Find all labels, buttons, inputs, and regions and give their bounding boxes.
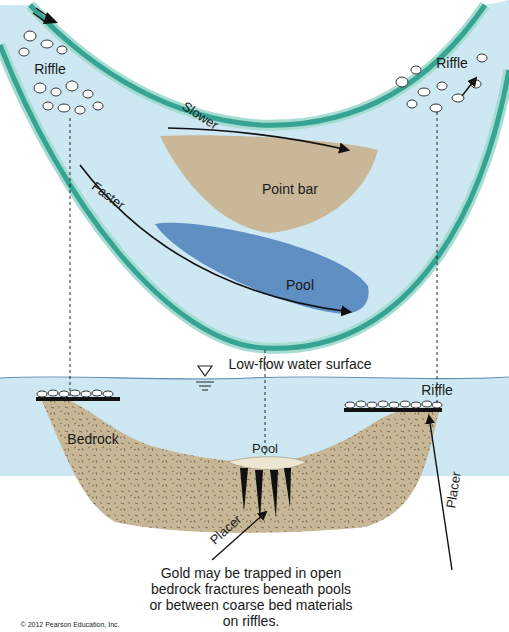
pebble	[367, 402, 377, 408]
pebble	[411, 402, 421, 408]
pebble	[396, 77, 408, 87]
pebble	[378, 401, 388, 407]
river-bank	[30, 5, 485, 125]
water-surface-line	[0, 377, 509, 379]
pebble	[432, 402, 442, 408]
pebble	[356, 401, 366, 407]
pebble	[34, 83, 46, 93]
node-shape	[40, 397, 440, 533]
node-text: Point bar	[262, 182, 318, 197]
pebble	[477, 54, 487, 62]
node-outline	[35, 392, 455, 542]
riffle-pebbles	[19, 31, 487, 114]
pebble	[103, 391, 113, 397]
node-outline	[150, 216, 375, 321]
pebble	[452, 94, 464, 102]
pebble	[389, 402, 399, 408]
copyright-note: © 2012 Pearson Education, Inc.	[21, 621, 120, 629]
dashed-line	[437, 112, 438, 406]
flow-direction-arrow	[33, 8, 50, 23]
pebble	[81, 391, 91, 397]
pebble	[59, 391, 69, 397]
river-bank-halo	[0, 45, 509, 348]
riffle-label: Riffle	[421, 383, 453, 398]
pebble	[37, 391, 47, 397]
placer-label: Placer	[444, 471, 464, 510]
pool-label: Pool	[252, 442, 278, 456]
point-bar: Point bar	[150, 128, 385, 240]
pebble	[437, 82, 447, 90]
pebble	[57, 46, 67, 54]
pebble	[345, 402, 355, 408]
riffle-pebbles	[37, 390, 442, 408]
pebble	[66, 81, 78, 91]
pebble	[19, 48, 29, 56]
pebble	[48, 390, 58, 396]
pebble	[41, 40, 53, 48]
water-surface-label: Low-flow water surface	[228, 357, 371, 372]
river-channel	[0, 0, 509, 348]
pebble	[43, 102, 53, 110]
pebble	[83, 90, 93, 98]
node-shape	[160, 135, 378, 233]
pebble	[407, 100, 417, 108]
pool-area: Pool	[150, 216, 375, 321]
pebble	[422, 401, 432, 407]
pebble	[430, 104, 442, 112]
pebble	[51, 88, 61, 96]
bedrock-mass: Bedrock	[35, 392, 455, 542]
pebble	[93, 102, 103, 110]
pebble	[70, 390, 80, 396]
node-shape	[155, 223, 369, 314]
projection-lines	[70, 112, 437, 456]
pebble	[411, 66, 421, 74]
river-bank	[0, 45, 509, 348]
water-surface-symbol	[198, 366, 212, 376]
node-text: Pool	[286, 278, 314, 293]
pebble	[75, 106, 85, 114]
flow-direction-arrow	[462, 78, 476, 96]
flow-direction-arrow	[43, 12, 58, 24]
pebble	[24, 31, 36, 41]
node-text: Bedrock	[67, 432, 118, 447]
pebble	[418, 88, 430, 96]
pebble	[471, 80, 481, 88]
dashed-line	[70, 118, 71, 396]
pebble	[400, 401, 410, 407]
water-surface-symbol	[196, 382, 214, 390]
river-bank-halo	[30, 5, 485, 125]
pebble	[58, 104, 70, 112]
riffle-label: Riffle	[34, 62, 66, 77]
caption-note: Gold may be trapped in open bedrock frac…	[146, 565, 356, 629]
pebble	[92, 390, 102, 396]
riffle-label: Riffle	[436, 56, 468, 71]
